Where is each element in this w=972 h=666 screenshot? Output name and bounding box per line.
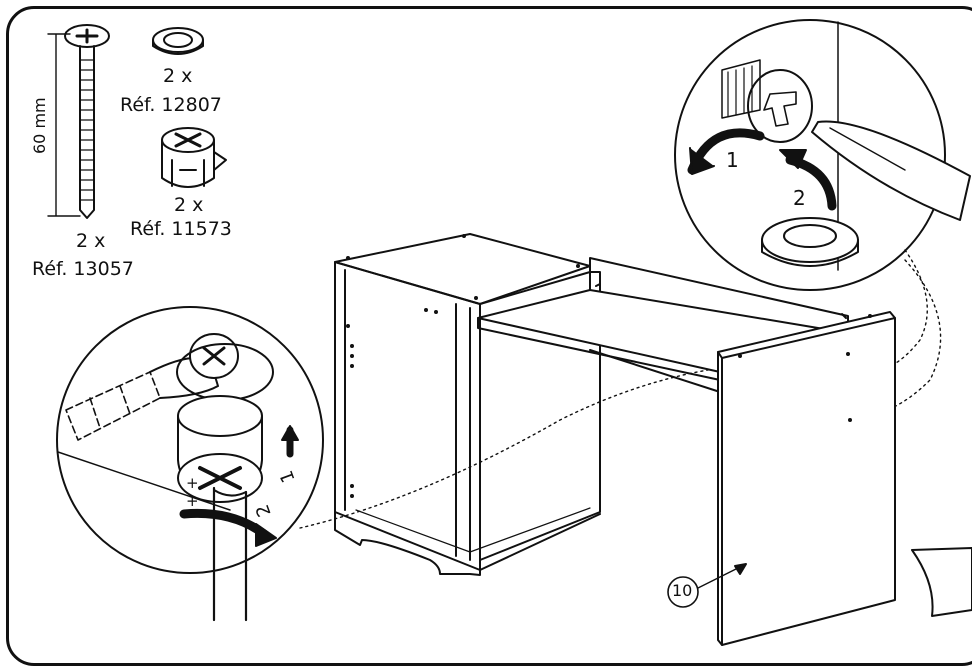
panel-10-callout: 10 [672,581,693,600]
washer-qty: 2 x [163,65,193,87]
bolt-ref: Réf. 13057 [32,258,134,280]
screwdriver-icon [811,120,971,221]
next-page-arrow-icon [911,547,972,617]
bolt-qty: 2 x [76,230,106,252]
cam-lock-qty: 2 x [174,194,204,216]
cam-lock-detail-circle [56,306,324,622]
side-panel-10 [667,311,896,646]
bolt-length-label: 60 mm [30,97,49,154]
top-step-1-label: 1 [726,148,739,172]
top-step-2-label: 2 [793,186,806,210]
washer-icon [152,27,204,55]
screw-detail [721,59,813,143]
bolt-icon [47,24,110,219]
cam-lock-icon [161,127,227,188]
washer-ref: Réf. 12807 [120,94,222,116]
cam-lock-ref: Réf. 11573 [130,218,232,240]
desk-cabinet [334,233,601,576]
cam-minus-label: + [186,492,199,510]
assembly-illustration [47,19,972,646]
washer-detail-circle [674,19,971,291]
cam-plus-label: + [186,474,199,492]
